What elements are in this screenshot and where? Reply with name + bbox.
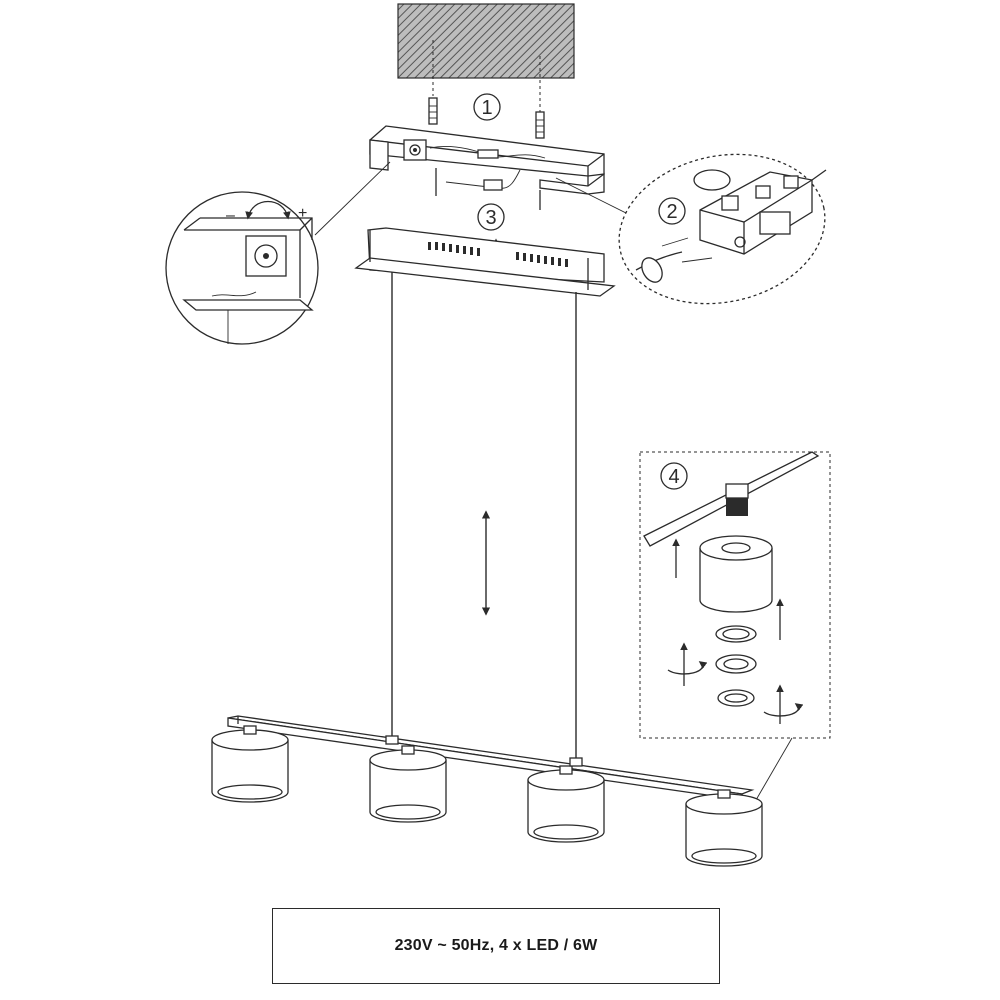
terminal-block-icon <box>699 169 827 255</box>
minus-sign: – <box>226 207 235 224</box>
screw-left <box>428 97 438 125</box>
ceiling-plate <box>397 3 575 79</box>
rotate-arrow-icon-right <box>763 684 804 724</box>
terminal-detail-callout: 2 <box>618 153 827 305</box>
step-3-marker: 3 <box>477 203 505 231</box>
rotate-arrow-icon-left <box>667 642 708 686</box>
cable-clamp-left <box>385 735 399 745</box>
canopy <box>354 227 616 297</box>
step-3-label: 3 <box>485 207 496 229</box>
mounting-bracket <box>369 125 605 195</box>
led-shade-3 <box>527 765 605 843</box>
step-2-label: 2 <box>666 201 677 223</box>
step-4-label: 4 <box>668 466 679 488</box>
step-4-detail-box: 4 <box>639 451 831 739</box>
led-shade-2 <box>369 745 447 823</box>
spec-label: 230V ~ 50Hz, 4 x LED / 6W <box>394 937 598 954</box>
spec-box: 230V ~ 50Hz, 4 x LED / 6W <box>272 908 720 984</box>
vent-slots-left <box>428 242 480 256</box>
cable-clamp-right <box>569 757 583 767</box>
wire-plug-icon <box>635 237 713 283</box>
vent-slots-right <box>516 252 568 267</box>
step-1-label: 1 <box>481 97 492 119</box>
callout-leader-step4 <box>755 737 793 801</box>
connector-wires <box>435 168 541 210</box>
led-shade-1 <box>211 725 289 803</box>
led-shade-4 <box>685 789 763 867</box>
screw-right <box>535 111 545 139</box>
knob-detail-callout: – + <box>165 191 319 345</box>
callout-leader-left <box>314 161 391 236</box>
ring-set-icon <box>715 625 757 707</box>
step-1-marker: 1 <box>473 93 501 121</box>
rotate-arrow-icon <box>245 201 291 220</box>
plus-sign: + <box>298 205 307 222</box>
shade-cylinder-icon <box>699 535 773 613</box>
